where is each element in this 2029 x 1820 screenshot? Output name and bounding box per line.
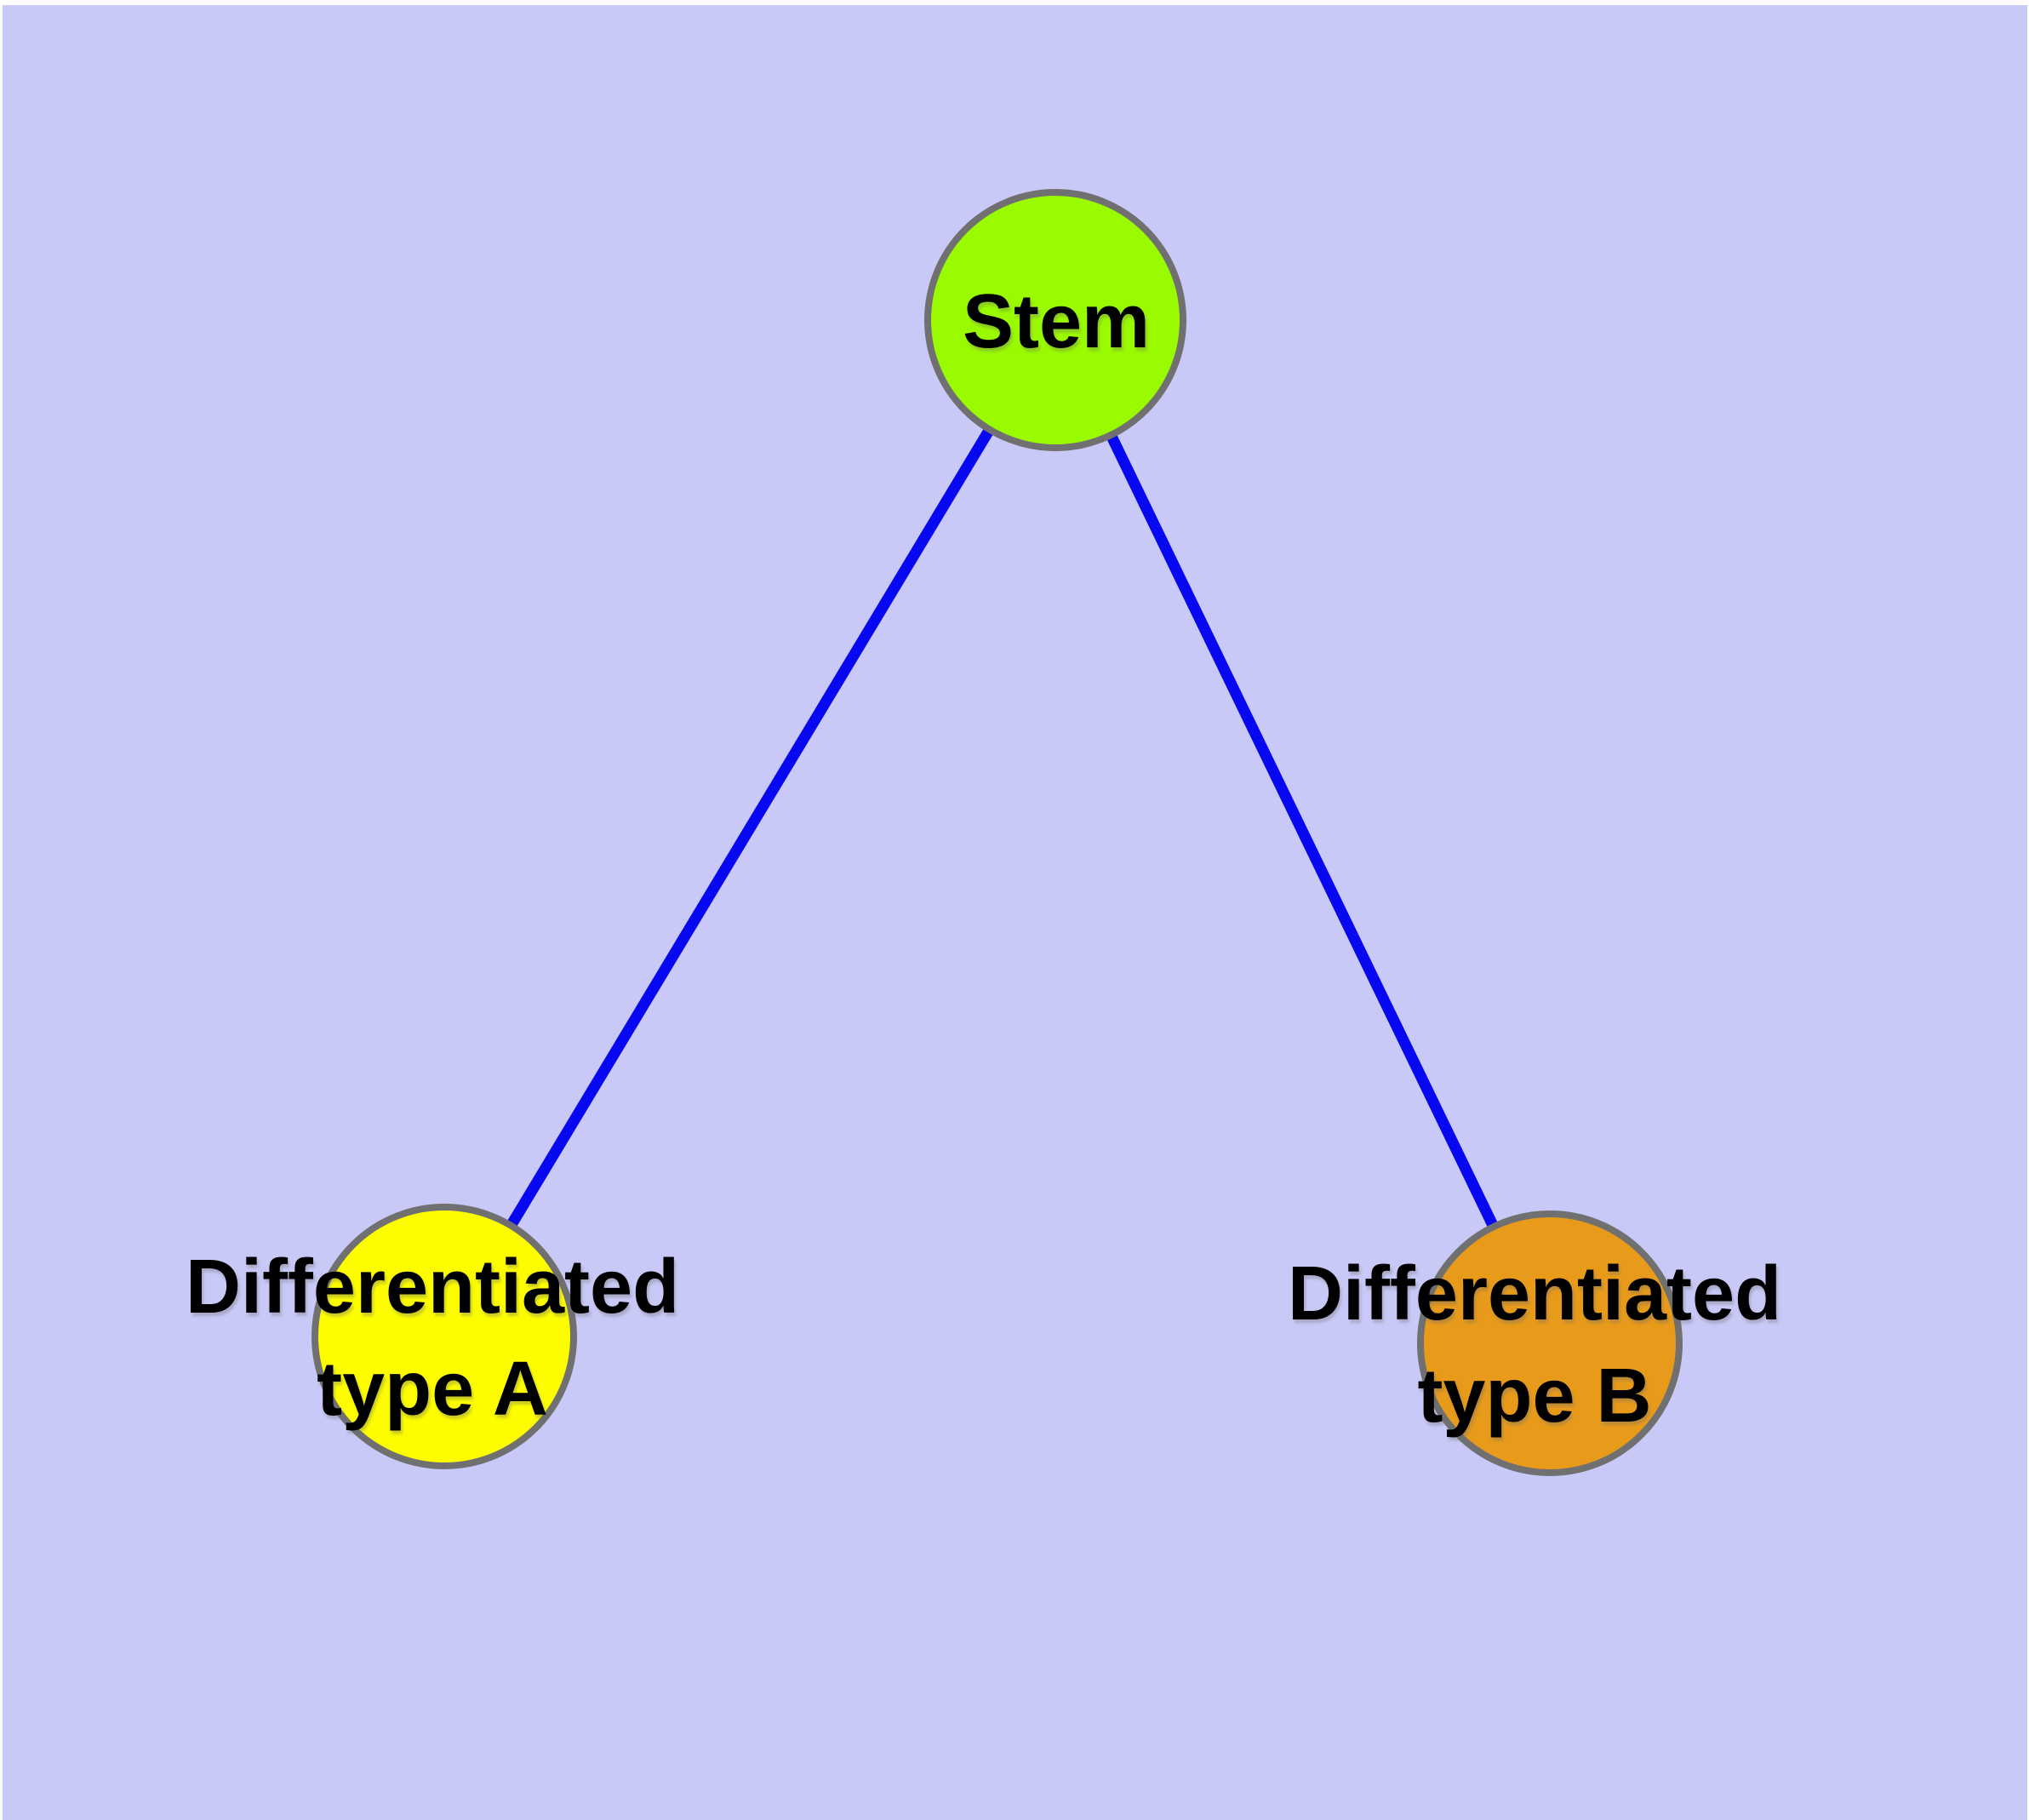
stem-node-circle[interactable] bbox=[924, 189, 1186, 451]
type-b-node-circle[interactable] bbox=[1417, 1210, 1683, 1476]
diagram-canvas: Stem Differentiated type A Differentiate… bbox=[3, 5, 2027, 1820]
graph-svg bbox=[311, 189, 1683, 1476]
edge-stem-to-type-b bbox=[1050, 318, 1555, 1346]
type-a-node-circle[interactable] bbox=[311, 1204, 577, 1469]
edge-stem-to-type-a bbox=[439, 317, 1060, 1340]
